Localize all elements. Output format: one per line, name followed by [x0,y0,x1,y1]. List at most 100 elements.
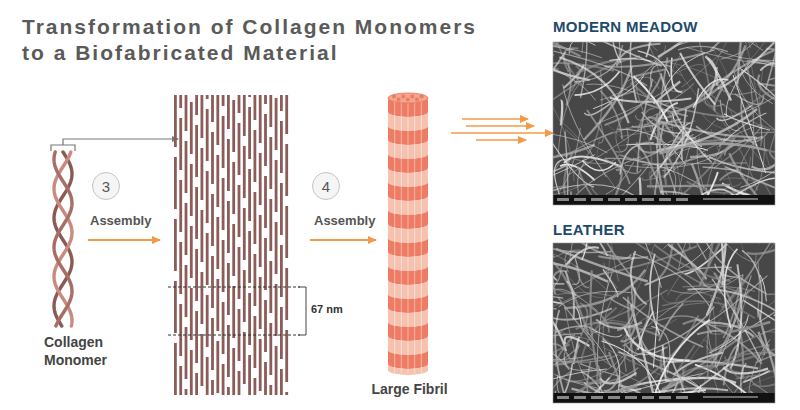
fibril-node: Large Fibril [368,86,451,398]
collagen-rod [259,95,262,143]
collagen-rod [275,222,278,274]
fiber [673,360,701,388]
collagen-rod [190,164,193,216]
fiber [647,185,730,186]
collagen-rod [238,371,241,395]
fiber [565,131,568,201]
collagen-rod [269,199,272,251]
fiber [590,270,600,377]
info-mark [642,198,654,201]
caption-text: LEATHER [553,221,781,239]
collagen-rod [285,392,288,395]
fiber [626,345,668,354]
fiber [668,245,706,280]
fiber [620,143,654,175]
fiber [553,351,609,362]
collagen-rod [254,254,257,306]
fiber [680,53,715,105]
fibril-strand [421,101,422,373]
fiber [631,251,647,304]
collagen-rod [259,215,262,267]
collagen-rod [179,95,182,108]
collagen-rod [227,201,230,253]
step-circle: 4 [312,172,340,200]
fiber [687,182,756,193]
info-mark [659,396,671,399]
collagen-rod [285,144,288,196]
collagen-rod [174,157,177,209]
collagen-rod [285,206,288,258]
collagen-rod [254,130,257,182]
collagen-rod [206,357,209,395]
fiber [640,124,651,188]
fiber [703,167,738,171]
info-mark [625,198,637,201]
collagen-rod [206,295,209,347]
title: Transformation of Collagen Monomers to a… [22,14,492,67]
micrograph-panel: MODERN MEADOW [553,18,781,206]
collagen-rod [264,95,267,104]
fiber [716,76,757,94]
collagen-rod [179,118,182,170]
collagen-rod [269,95,272,127]
fiber [573,157,641,199]
scale-bar [703,199,758,200]
collagen-rod [254,95,257,120]
fiber [596,320,642,329]
collagen-rod [264,176,267,228]
fiber [574,45,622,82]
fibril-end [420,95,424,99]
fiber [687,120,715,140]
fiber [708,243,719,266]
info-mark [557,198,569,201]
caption-text: Large Fibril [371,381,447,398]
fiber [617,42,663,83]
fiber [652,320,709,403]
fiber [566,247,599,265]
fiber [729,42,759,48]
collagen-rod [254,316,257,368]
fibril-strand [414,101,415,373]
micrograph-border [553,42,775,205]
collagen-rod [269,385,272,395]
collagen-rod [243,270,246,322]
collagen-rod [222,178,225,230]
collagen-rod [280,307,283,359]
collagen-rod [222,302,225,354]
fiber [561,101,563,126]
fiber [609,59,651,62]
collagen-rod [185,203,188,255]
collagen-rod [238,185,241,237]
info-mark [591,198,603,201]
fiber [702,113,732,131]
fiber [714,88,722,111]
collagen-rod [190,350,193,395]
collagen-rod [280,121,283,173]
collagen-rod [174,343,177,395]
collagen-rod [280,183,283,235]
fibril-end [410,95,414,99]
collagen-rod [285,330,288,382]
collagen-rod [206,109,209,161]
fiber [553,81,574,182]
fiber [605,77,661,125]
collagen-rod [259,277,262,329]
collagen-rod [195,373,198,395]
fiber [659,143,767,153]
info-mark [642,396,654,399]
fiber [581,307,617,364]
fiber [654,245,731,281]
collagen-rod [248,107,251,159]
collagen-rod [275,346,278,395]
collagen-rod [185,389,188,395]
collagen-rod [280,95,283,111]
collagen-rod [195,125,198,177]
fiber [655,120,757,138]
collagen-rod [174,219,177,271]
info-mark [659,198,671,201]
collagen-rod [275,284,278,336]
arrow-label: Assembly [314,213,375,228]
fiber [569,243,590,267]
collagen-rod [243,332,246,384]
fiber [734,42,759,116]
